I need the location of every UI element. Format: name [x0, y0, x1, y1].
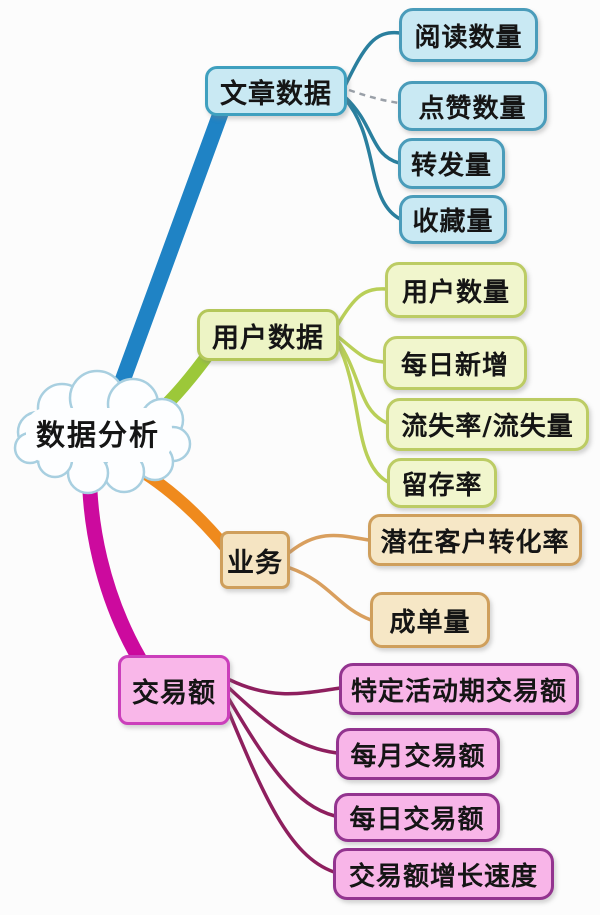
node-business[interactable]: 业务 — [220, 531, 290, 589]
edge-trade-monthly — [227, 686, 339, 755]
node-forward-count[interactable]: 转发量 — [398, 138, 505, 189]
edge-trade-campaign — [228, 678, 342, 696]
edge-article-forwards — [343, 95, 401, 165]
node-monthly-trade[interactable]: 每月交易额 — [336, 728, 500, 780]
node-campaign-trade[interactable]: 特定活动期交易额 — [339, 663, 579, 715]
node-trade-amount[interactable]: 交易额 — [118, 655, 230, 725]
node-retention-rate[interactable]: 留存率 — [387, 458, 497, 508]
edge-article-reads — [343, 30, 402, 88]
node-user-count[interactable]: 用户数量 — [385, 262, 527, 318]
edge-article-favorites — [343, 97, 402, 221]
edge-business-conversion — [288, 533, 371, 554]
node-root[interactable]: 数据分析 — [35, 418, 160, 452]
node-daily-trade[interactable]: 每日交易额 — [334, 793, 500, 842]
node-article-data[interactable]: 文章数据 — [205, 66, 347, 116]
node-trade-growth[interactable]: 交易额增长速度 — [333, 848, 554, 900]
node-favorite-count[interactable]: 收藏量 — [399, 195, 507, 244]
node-daily-new[interactable]: 每日新增 — [383, 336, 527, 390]
edge-trade-growth — [221, 696, 336, 874]
edge-user-retention — [335, 340, 390, 484]
edge-user-dailynew — [335, 334, 386, 364]
node-like-count[interactable]: 点赞数量 — [398, 81, 547, 131]
node-read-count[interactable]: 阅读数量 — [399, 8, 538, 62]
cloud-shape — [13, 369, 192, 495]
node-user-data[interactable]: 用户数据 — [197, 309, 339, 361]
edge-trade-daily — [224, 692, 337, 818]
edge-article-likes-dashed — [348, 88, 400, 105]
edge-business-orders — [288, 566, 373, 622]
edge-user-count — [335, 287, 388, 328]
edge-user-churn — [335, 338, 389, 425]
node-lead-conversion[interactable]: 潜在客户转化率 — [368, 514, 582, 566]
node-order-count[interactable]: 成单量 — [370, 592, 490, 648]
node-churn-rate[interactable]: 流失率/流失量 — [386, 398, 589, 451]
